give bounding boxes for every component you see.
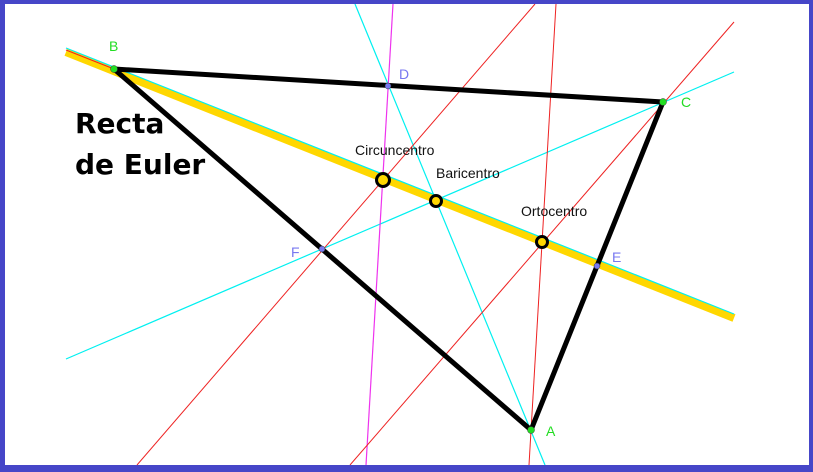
title-line-2: de Euler bbox=[75, 148, 206, 181]
perpendicular-bisector-bc[interactable] bbox=[365, 4, 394, 465]
median-b[interactable] bbox=[65, 47, 735, 315]
circumcenter-point[interactable] bbox=[375, 172, 391, 188]
label-d: D bbox=[399, 66, 410, 82]
altitude-from-a[interactable] bbox=[528, 4, 557, 465]
vertex-c[interactable] bbox=[659, 98, 667, 106]
orthocenter-point[interactable] bbox=[535, 235, 549, 249]
label-a: A bbox=[546, 423, 556, 439]
label-b: B bbox=[109, 38, 119, 54]
label-centroid: Baricentro bbox=[436, 165, 500, 181]
euler-line[interactable] bbox=[64, 48, 736, 322]
label-e: E bbox=[612, 249, 622, 265]
label-circumcenter: Circuncentro bbox=[355, 142, 435, 158]
label-orthocenter: Ortocentro bbox=[521, 203, 588, 219]
median-c[interactable] bbox=[65, 71, 735, 360]
diagram-title: Recta de Euler bbox=[75, 103, 205, 185]
vertex-a[interactable] bbox=[527, 426, 535, 434]
midpoint-e[interactable] bbox=[593, 262, 601, 270]
construction-drawing bbox=[64, 4, 736, 465]
label-f: F bbox=[291, 244, 300, 260]
altitude-from-b[interactable] bbox=[65, 49, 115, 70]
midpoint-d[interactable] bbox=[384, 82, 392, 90]
geometry-canvas[interactable]: Recta de Euler A B C D E F Circuncentro … bbox=[5, 4, 809, 465]
perpendicular-bisector-ab[interactable] bbox=[136, 4, 536, 465]
vertex-b[interactable] bbox=[110, 65, 118, 73]
centroid-point[interactable] bbox=[429, 194, 443, 208]
median-a[interactable] bbox=[354, 4, 546, 465]
label-c: C bbox=[681, 94, 692, 110]
title-line-1: Recta bbox=[75, 107, 165, 140]
midpoint-f[interactable] bbox=[318, 245, 326, 253]
